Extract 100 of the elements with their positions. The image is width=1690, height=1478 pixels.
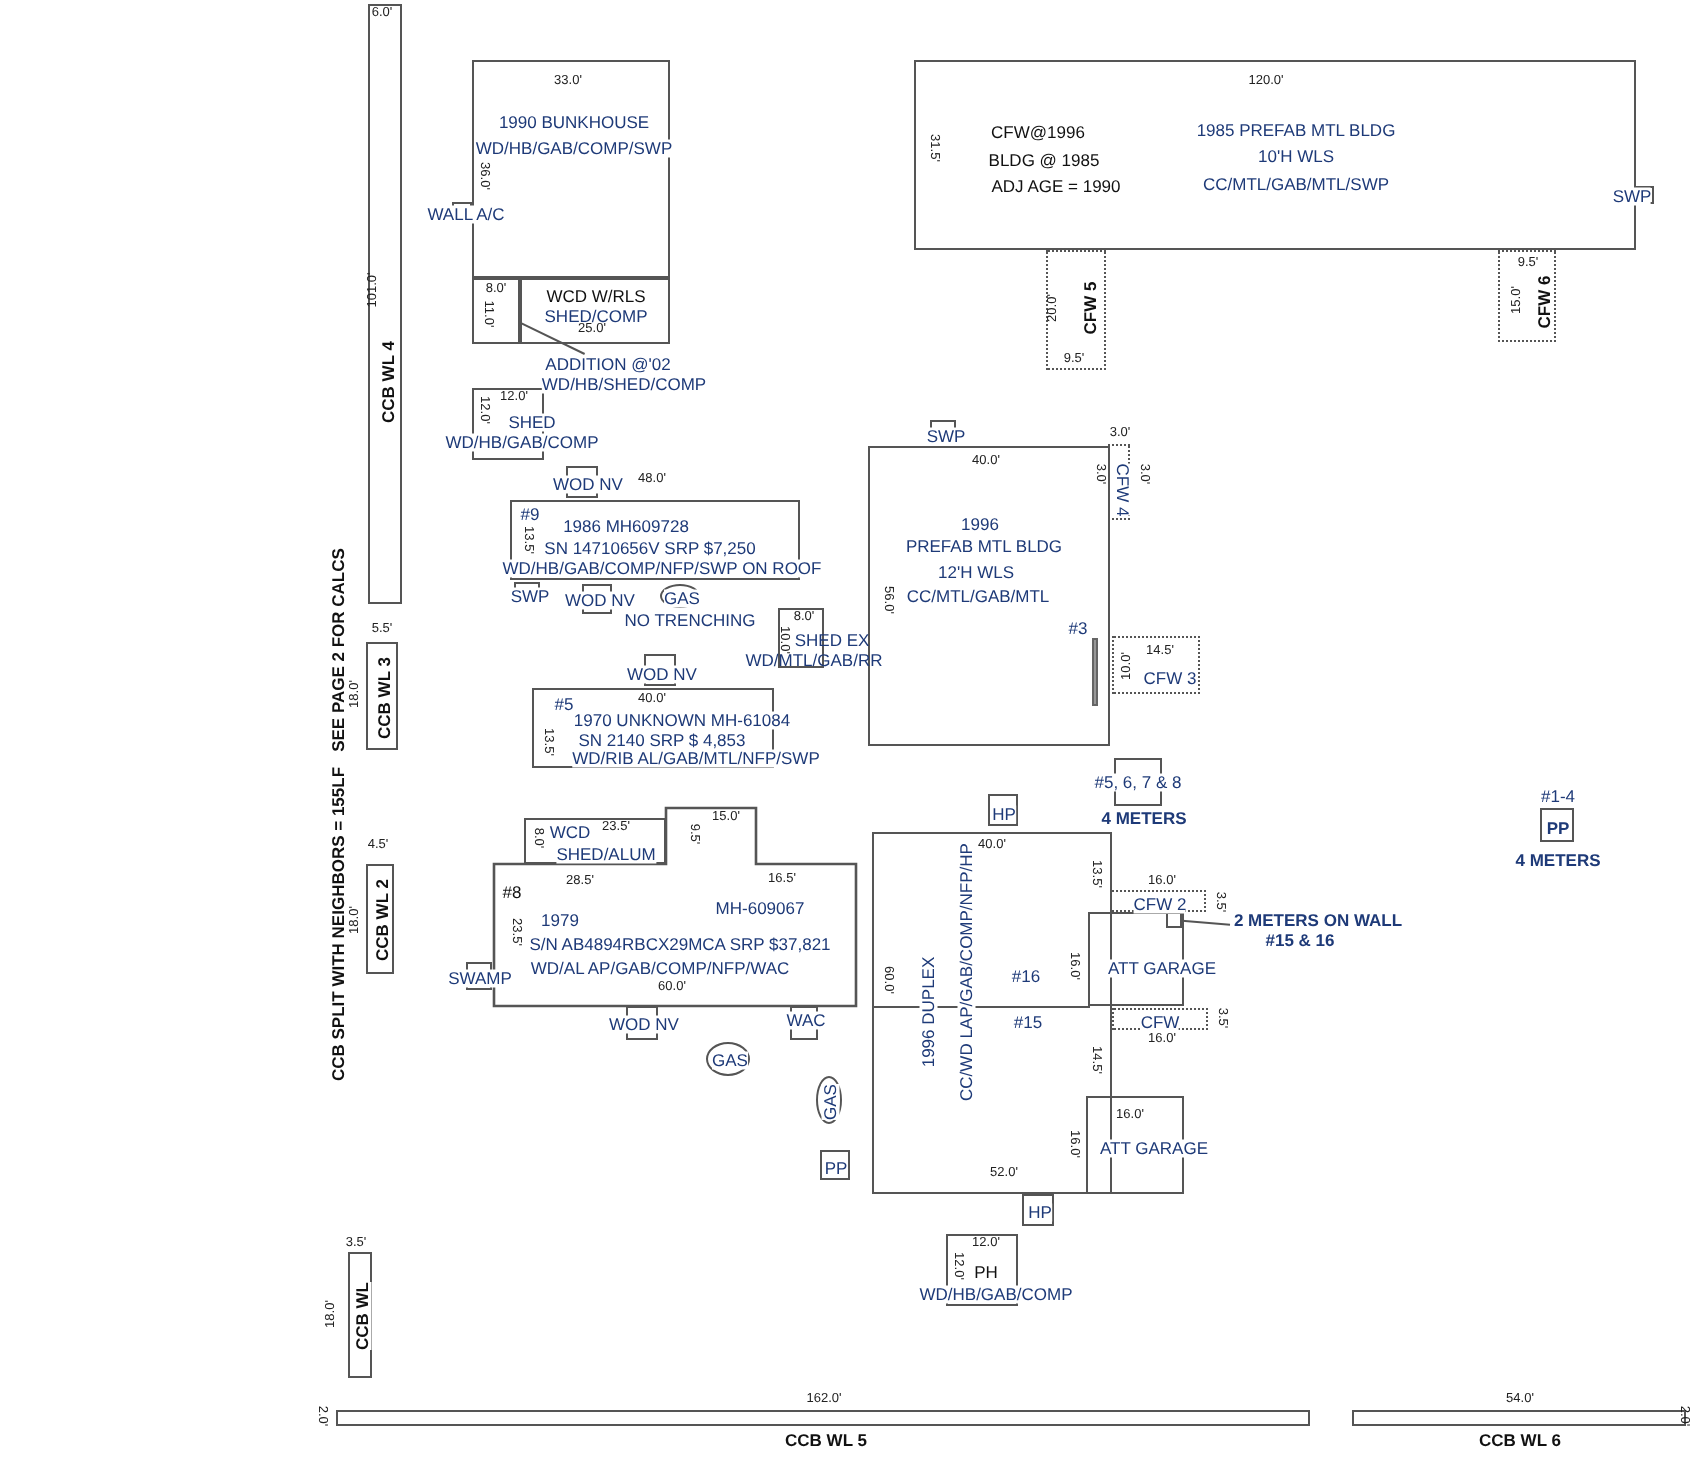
wall-label: CCB WL 2 — [373, 879, 391, 961]
building-label: CFW 4 — [1113, 463, 1131, 517]
equipment-box — [988, 794, 1018, 826]
carport-outline — [1498, 250, 1556, 342]
shed-outline — [520, 278, 670, 344]
building-label: 10'H WLS — [1258, 147, 1334, 165]
gas-marker — [816, 1076, 842, 1124]
equipment-label: WOD NV — [609, 1015, 679, 1033]
building-label: CFW 2 — [1133, 895, 1187, 913]
building-label: WD/HB/GAB/COMP — [445, 433, 599, 451]
equipment-label: 4 METERS — [1101, 809, 1187, 827]
note-text: SEE PAGE 2 FOR CALCS — [329, 548, 347, 752]
gas-marker — [706, 1042, 750, 1076]
building-label: 1996 DUPLEX — [919, 956, 937, 1068]
equipment-label: WOD NV — [565, 591, 635, 609]
equipment-label: GAS — [821, 1084, 839, 1120]
equipment-label: SWAMP — [448, 969, 512, 987]
building-label: WCD — [549, 823, 591, 841]
building-label: #8 — [502, 883, 522, 901]
equipment-label: WOD NV — [553, 475, 623, 493]
note-text: NO TRENCHING — [624, 611, 756, 629]
equipment-label: SWP — [510, 587, 550, 605]
building-label: CC/MTL/GAB/MTL — [906, 587, 1050, 605]
note-text: ADDITION @'02 — [545, 355, 671, 373]
wall-label: CCB WL 5 — [785, 1431, 867, 1449]
equipment-label: #5, 6, 7 & 8 — [1094, 773, 1182, 791]
building-label: CFW 3 — [1143, 669, 1197, 687]
building-label: SN 14710656V SRP $7,250 — [544, 539, 756, 557]
equipment-label: PP — [1546, 819, 1570, 837]
equipment-label: HP — [1028, 1203, 1052, 1221]
building-label: #16 — [1011, 967, 1041, 985]
building-label: SN 2140 SRP $ 4,853 — [578, 731, 746, 749]
building-label: 1970 UNKNOWN MH-61084 — [573, 711, 791, 729]
building-outline — [472, 60, 670, 278]
carport-outline — [1046, 250, 1106, 370]
leader-line — [519, 321, 586, 355]
equipment-box — [1022, 1194, 1054, 1226]
note-text: 2 METERS ON WALL — [1233, 911, 1403, 929]
building-label: 12'H WLS — [938, 563, 1014, 581]
building-label: MH-609067 — [715, 899, 805, 917]
building-label: WD/HB/GAB/COMP/SWP — [475, 139, 673, 157]
building-label: WCD W/RLS — [546, 287, 646, 305]
building-label: CFW@1996 — [991, 123, 1085, 141]
building-label: SHED — [508, 413, 556, 431]
equipment-label: 4 METERS — [1515, 851, 1601, 869]
building-label: S/N AB4894RBCX29MCA SRP $37,821 — [529, 935, 831, 953]
leader-line — [1181, 919, 1231, 926]
carport-outline — [1110, 890, 1206, 912]
building-label: #5 — [554, 695, 574, 713]
wall-label: CCB WL 4 — [379, 341, 397, 423]
building-label: WD/RIB AL/GAB/MTL/NFP/SWP — [572, 749, 820, 767]
note-text: WD/HB/SHED/COMP — [541, 375, 707, 393]
building-label: PREFAB MTL BLDG — [905, 537, 1063, 555]
carport-outline — [1112, 636, 1200, 694]
equipment-label: GAS — [712, 1051, 748, 1069]
equipment-label: WAC — [786, 1011, 826, 1029]
building-label: BLDG @ 1985 — [988, 151, 1100, 169]
gas-marker — [660, 584, 700, 608]
wall-strip — [348, 1252, 372, 1378]
building-label: ATT GARAGE — [1108, 959, 1216, 977]
equipment-label: WOD NV — [627, 665, 697, 683]
building-label: #3 — [1068, 619, 1088, 637]
building-label: CC/WD LAP/GAB/COMP/NFP/HP — [957, 843, 975, 1101]
equipment-label: PP — [824, 1159, 848, 1177]
building-label: CC/MTL/GAB/MTL/SWP — [1202, 175, 1390, 193]
wall-strip — [366, 864, 394, 974]
equipment-label: HP — [992, 805, 1016, 823]
building-label: WD/AL AP/GAB/COMP/NFP/WAC — [530, 959, 790, 977]
building-label: ATT GARAGE — [1100, 1139, 1208, 1157]
building-label: CFW 5 — [1081, 281, 1099, 335]
wall-strip — [368, 4, 402, 604]
wall-label: CCB WL — [353, 1282, 371, 1350]
shed-outline — [524, 818, 666, 864]
equipment-label: WALL A/C — [427, 205, 505, 223]
equipment-box — [820, 1150, 850, 1180]
equipment-label: SWP — [926, 427, 966, 445]
equipment-label: SWP — [1612, 187, 1652, 205]
building-label: WD/HB/GAB/COMP — [919, 1285, 1073, 1303]
building-label: SHED/COMP — [544, 307, 648, 325]
building-label: #9 — [520, 505, 540, 523]
addition-box — [472, 278, 520, 344]
carport-outline — [1108, 444, 1130, 520]
building-label: WD/HB/GAB/COMP/NFP/SWP ON ROOF — [502, 559, 822, 577]
building-label: 1985 PREFAB MTL BLDG — [1196, 121, 1396, 139]
equipment-label: #1-4 — [1541, 787, 1575, 805]
building-label: ADJ AGE = 1990 — [991, 177, 1121, 195]
building-label: PH — [974, 1263, 998, 1281]
note-text: CCB SPLIT WITH NEIGHBORS = 155LF — [329, 766, 347, 1082]
building-label: #15 — [1013, 1013, 1043, 1031]
building-label: 1990 BUNKHOUSE — [498, 113, 650, 131]
building-label: CFW — [1140, 1013, 1180, 1031]
wall-strip — [366, 642, 398, 750]
building-label: 1996 — [961, 515, 999, 533]
building-label: SHED/ALUM — [556, 845, 656, 863]
wall-label: CCB WL 6 — [1479, 1431, 1561, 1449]
carport-outline — [1112, 1008, 1208, 1030]
building-label: CFW 6 — [1535, 275, 1553, 329]
note-text: #15 & 16 — [1265, 931, 1335, 949]
building-label: 1979 — [541, 911, 579, 929]
equipment-label: GAS — [664, 589, 700, 607]
